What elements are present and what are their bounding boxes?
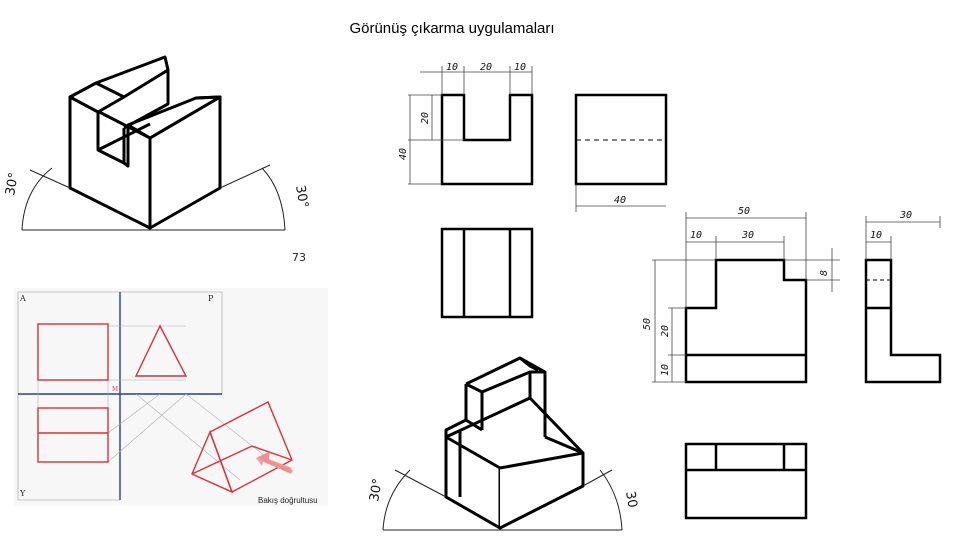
side-view-2 xyxy=(864,258,942,384)
top-view-2 xyxy=(684,442,808,520)
angle-label-bottom-right: 30 xyxy=(622,490,640,509)
plane-label-a: A xyxy=(19,294,26,303)
dim-front1-10a: 10 xyxy=(446,62,458,73)
dim-front2-50: 50 xyxy=(738,206,750,217)
dim-side2-10: 10 xyxy=(870,230,882,241)
dim-front2-30: 30 xyxy=(741,230,754,241)
page-number: 73 xyxy=(292,251,306,264)
projection-planes-diagram xyxy=(14,288,328,506)
dim-front1-40h: 40 xyxy=(398,148,409,160)
angle-label-left: 30° xyxy=(3,171,22,196)
side-view-1-dimensions xyxy=(575,184,666,212)
dim-front1-10b: 10 xyxy=(514,62,526,73)
plane-label-m: M xyxy=(112,386,118,393)
dim-front2-50h: 50 xyxy=(642,318,653,330)
front-view-2 xyxy=(684,258,808,384)
angle-label-bottom-left: 30° xyxy=(367,477,386,502)
view-direction-caption: Bakış doğrultusu xyxy=(258,496,318,505)
dim-front2-10h: 10 xyxy=(660,364,671,376)
angle-label-right: 30° xyxy=(292,184,311,209)
isometric-u-block xyxy=(68,55,222,230)
slide-title: Görünüş çıkarma uygulamaları xyxy=(349,20,555,37)
isometric-l-block xyxy=(444,356,585,530)
plane-label-p: P xyxy=(208,294,214,303)
side-view-2-dimensions xyxy=(865,216,941,260)
angle-arcs-bottom xyxy=(382,469,623,531)
dim-front2-20h: 20 xyxy=(660,325,671,337)
front-view-1-dimensions xyxy=(408,66,533,185)
angle-arcs-left xyxy=(21,164,286,231)
dim-side1-40: 40 xyxy=(614,195,626,206)
dim-side2-30: 30 xyxy=(899,210,912,221)
front-view-1 xyxy=(440,93,534,186)
front-view-2-dimensions xyxy=(652,212,840,383)
plane-label-y: Y xyxy=(19,489,26,498)
side-view-1 xyxy=(574,93,668,186)
top-view-1 xyxy=(440,227,534,319)
dim-front2-8: 8 xyxy=(819,270,830,276)
dim-front1-20h: 20 xyxy=(420,112,431,124)
dim-front2-10: 10 xyxy=(690,230,702,241)
dim-front1-20: 20 xyxy=(480,62,492,73)
